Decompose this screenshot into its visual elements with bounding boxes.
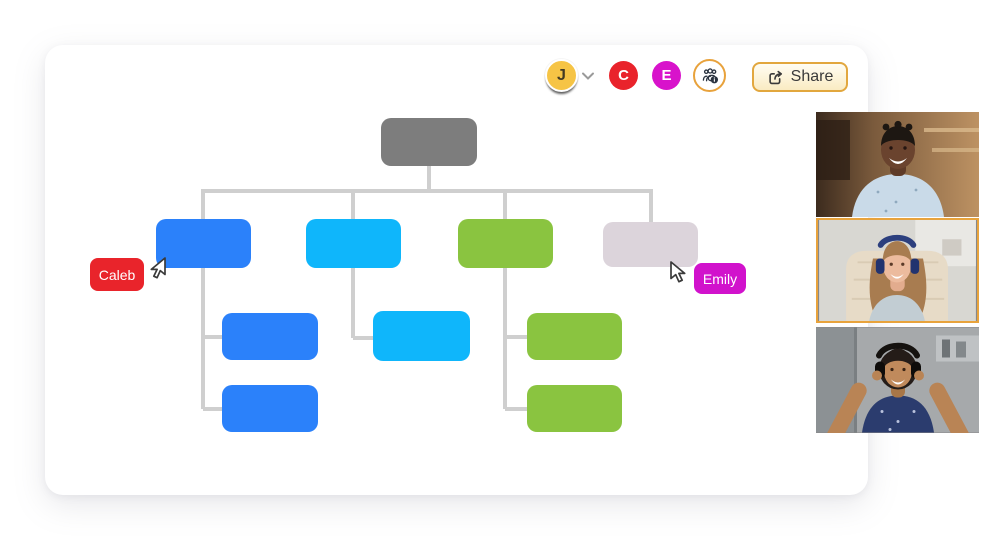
participant-1-video: [816, 112, 979, 217]
cursor-label-emily: Emily: [694, 263, 746, 294]
share-button-label: Share: [790, 68, 834, 85]
emily-cursor-icon: [670, 261, 686, 283]
avatar-initial: E: [661, 67, 672, 84]
avatar-current-user[interactable]: J: [545, 59, 578, 92]
avatar-initial: J: [557, 66, 566, 84]
org-chart-node-branch-green[interactable]: [458, 219, 553, 268]
share-button[interactable]: Share: [752, 62, 848, 92]
participant-3-video: [816, 327, 979, 433]
org-chart-node-leaf-green-2[interactable]: [527, 385, 622, 432]
org-chart-node-branch-cyan[interactable]: [306, 219, 401, 268]
video-participant-3[interactable]: [816, 327, 979, 433]
participant-2-video: [819, 220, 976, 321]
org-chart-node-branch-blue[interactable]: [156, 219, 251, 268]
org-chart-node-root-node[interactable]: [381, 118, 477, 166]
avatar-collaborator-c[interactable]: C: [609, 61, 638, 90]
people-group-info-icon: [702, 67, 718, 83]
chevron-down-icon[interactable]: [580, 70, 596, 82]
avatar-initial: C: [618, 67, 629, 84]
org-chart-node-branch-lavender[interactable]: [603, 222, 698, 267]
share-icon: [768, 70, 782, 84]
video-participant-1[interactable]: [816, 112, 979, 217]
video-participant-2-active[interactable]: [816, 218, 979, 323]
org-chart-node-leaf-green-1[interactable]: [527, 313, 622, 360]
org-chart-node-leaf-blue-1[interactable]: [222, 313, 318, 360]
org-chart-node-leaf-cyan-1[interactable]: [373, 311, 470, 361]
org-chart-node-leaf-blue-2[interactable]: [222, 385, 318, 432]
cursor-name: Caleb: [98, 266, 136, 283]
caleb-cursor-icon: [150, 257, 166, 279]
avatar-collaborator-e[interactable]: E: [652, 61, 681, 90]
cursor-label-caleb: Caleb: [90, 258, 144, 291]
cursor-name: Emily: [702, 270, 738, 287]
collaborators-button[interactable]: [693, 59, 726, 92]
